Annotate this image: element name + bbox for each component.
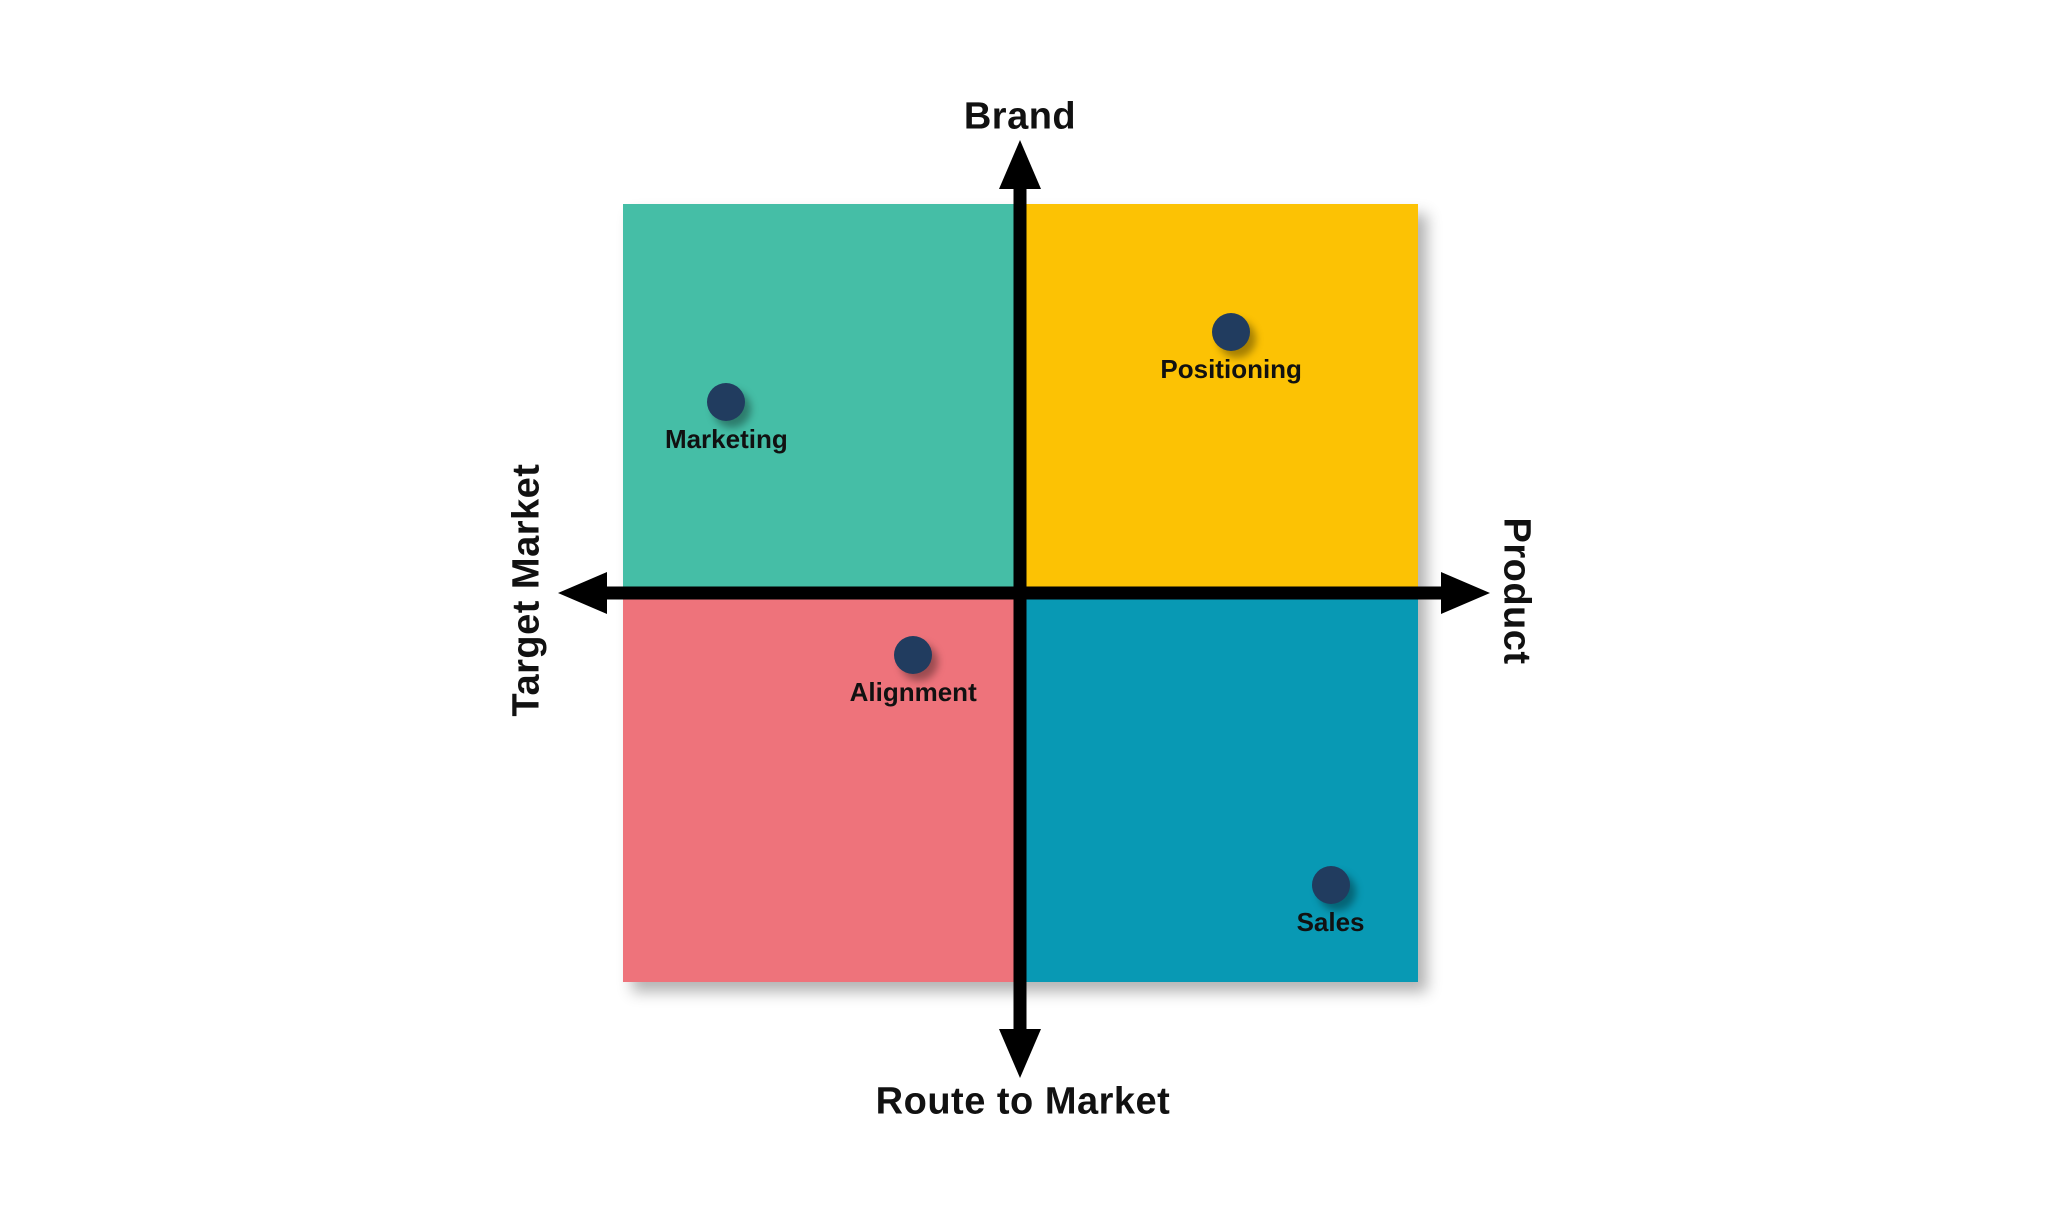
alignment-label: Alignment [849,677,977,708]
axis-label-route-to-market: Route to Market [875,1080,1171,1123]
sales-label: Sales [1296,906,1365,937]
positioning-dot [1212,313,1251,352]
sales-dot [1311,865,1350,904]
quadrant-top-right [1020,204,1418,593]
left-arrowhead-icon [558,572,607,614]
axis-label-brand: Brand [963,95,1077,138]
marketing-label: Marketing [664,424,788,455]
up-arrowhead-icon [999,140,1041,189]
quadrant-top-left [623,204,1021,593]
right-arrowhead-icon [1441,572,1490,614]
quadrant-bottom-left [623,593,1021,982]
alignment-dot [894,636,933,675]
marketing-dot [707,383,746,422]
positioning-label: Positioning [1160,354,1302,385]
down-arrowhead-icon [999,1029,1041,1078]
quadrant-bottom-right [1020,593,1418,982]
axis-label-product: Product [1495,517,1538,665]
quadrant-grid: Marketing Positioning Alignment Sales [623,204,1418,982]
axis-label-target-market: Target Market [505,463,548,717]
